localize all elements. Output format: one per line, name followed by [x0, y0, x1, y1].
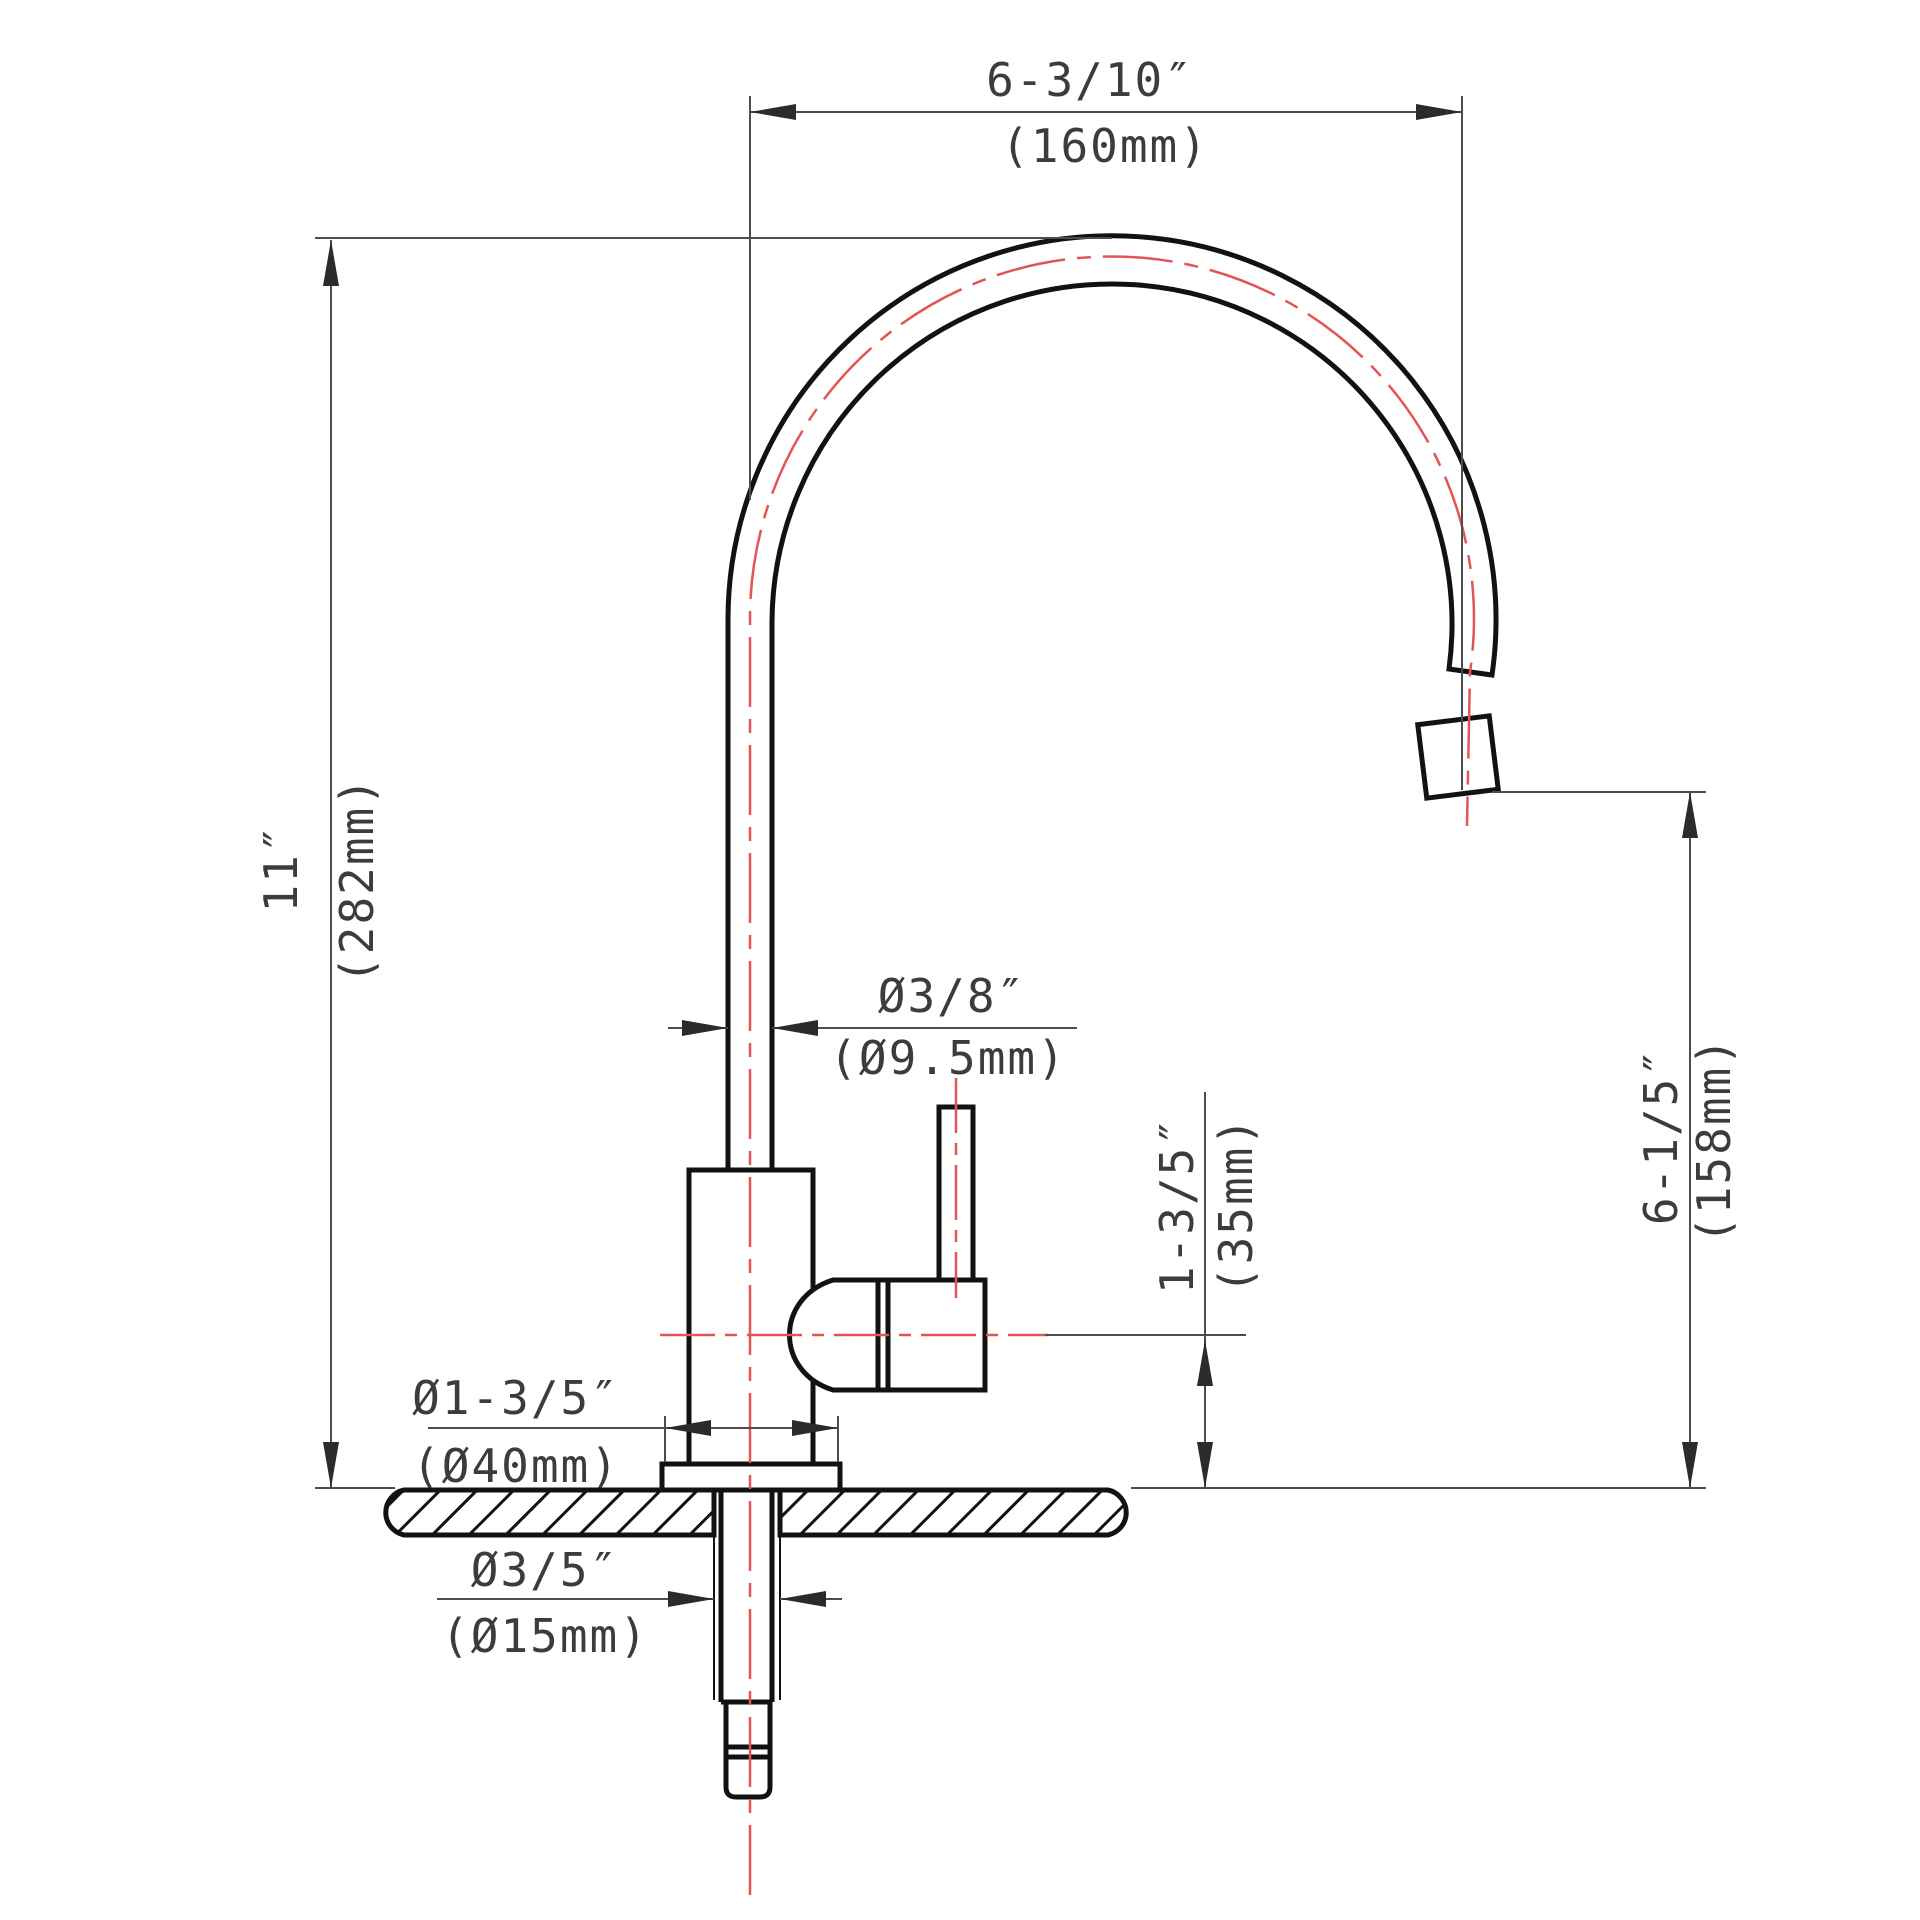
arrowhead-left: [665, 1420, 711, 1436]
dimension-tube-diameter: Ø3/8″ (Ø9.5mm): [668, 969, 1077, 1085]
dimension-base-diameter: Ø1-3/5″ (Ø40mm): [412, 1371, 839, 1493]
countertop-section: [383, 1487, 1129, 1538]
arrowhead-top: [323, 240, 339, 286]
dimension-label-mm: (160mm): [1001, 119, 1209, 173]
dimension-label-mm: (282mm): [330, 776, 384, 984]
centerlines: [660, 255, 1476, 1895]
dimension-label-mm: (Ø40mm): [412, 1439, 620, 1493]
dimension-handle-height: 1-3/5″ (35mm): [1045, 1092, 1263, 1488]
arrowhead-bottom: [1682, 1442, 1698, 1488]
dimension-label-inches: 1-3/5″: [1150, 1116, 1204, 1294]
arrowhead-right: [1416, 104, 1462, 120]
main-centerline: [748, 255, 1476, 1895]
dimension-shank-diameter: Ø3/5″ (Ø15mm): [437, 1543, 842, 1663]
dimension-label-mm: (35mm): [1209, 1116, 1263, 1294]
dimension-label-inches: Ø3/5″: [471, 1543, 619, 1597]
arrowhead-top: [1197, 1340, 1213, 1386]
arrowhead-left: [750, 104, 796, 120]
arrowhead-right: [772, 1020, 818, 1036]
arrowhead-right: [792, 1420, 838, 1436]
dimension-label-inches: 6-1/5″: [1634, 1047, 1688, 1225]
arrowhead-right: [780, 1591, 826, 1607]
countertop-left: [383, 1487, 717, 1538]
dimension-total-height: 11″ (282mm): [254, 237, 1112, 1489]
dimension-label-mm: (Ø9.5mm): [829, 1031, 1067, 1085]
dimension-label-inches: Ø1-3/5″: [412, 1371, 620, 1425]
mounting-shank: [713, 1490, 781, 1800]
arrowhead-top: [1682, 792, 1698, 838]
shank-adapter-lower: [723, 1754, 773, 1800]
dimension-label-inches: Ø3/8″: [878, 969, 1026, 1023]
arrowhead-left: [668, 1591, 714, 1607]
dimension-spout-reach: 6-3/10″ (160mm): [749, 53, 1463, 790]
dimension-label-inches: 11″: [254, 823, 308, 912]
shank-adapter-upper: [723, 1699, 773, 1750]
gooseneck-spout-tube: [725, 233, 1499, 1173]
dimension-label-inches: 6-3/10″: [986, 53, 1194, 107]
dimension-label-mm: (Ø15mm): [441, 1609, 649, 1663]
spout-nozzle: [1414, 713, 1502, 801]
dimension-label-mm: (158mm): [1687, 1036, 1741, 1244]
dimension-outlet-height: 6-1/5″ (158mm): [1131, 791, 1741, 1489]
arrowhead-bottom: [323, 1442, 339, 1488]
countertop-right: [777, 1487, 1129, 1538]
arrowhead-left: [682, 1020, 728, 1036]
arrowhead-bottom: [1197, 1442, 1213, 1488]
